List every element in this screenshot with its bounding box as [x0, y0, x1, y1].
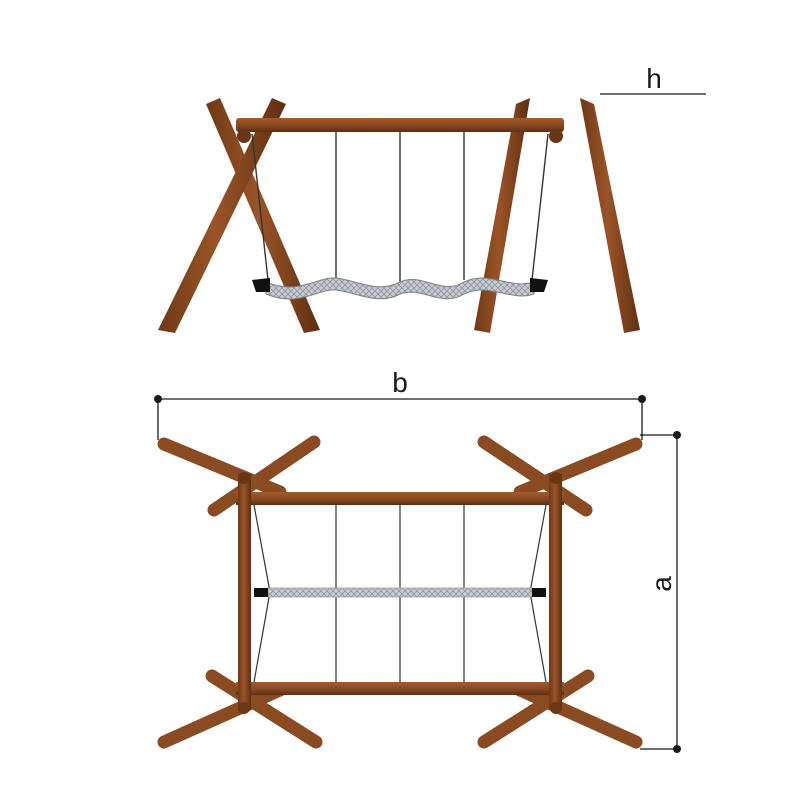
bottom-left-leg-b — [205, 669, 323, 749]
front-seat-handle-left — [252, 278, 270, 292]
width-endpoint-left — [154, 395, 162, 403]
front-chain-5 — [531, 133, 549, 281]
top-chain-r2 — [529, 591, 547, 683]
height-label: h — [646, 63, 662, 94]
top-log-end-br — [550, 702, 562, 714]
depth-dimension — [640, 431, 681, 753]
front-chain-1 — [251, 133, 269, 281]
top-view — [157, 435, 643, 749]
front-top-beam — [236, 118, 564, 132]
front-right-leg-outer — [580, 98, 640, 333]
top-left-leg-b — [207, 435, 321, 517]
front-view — [158, 98, 640, 333]
top-seat-handle-left — [254, 588, 268, 597]
top-seat — [254, 587, 546, 598]
top-right-leg-b — [477, 435, 593, 517]
width-dimension — [154, 395, 646, 440]
front-beam-end-left — [237, 129, 251, 143]
width-label: b — [392, 367, 408, 398]
front-beam-end-right — [549, 129, 563, 143]
front-right-aframe — [474, 98, 640, 333]
top-frame-post-right — [549, 474, 562, 710]
front-right-leg-inner — [474, 98, 530, 333]
height-dimension: h — [600, 63, 706, 95]
width-endpoint-right — [638, 395, 646, 403]
top-frame-beam-top — [236, 492, 564, 505]
bottom-right-leg-a — [513, 683, 643, 749]
top-log-end-tl — [238, 472, 250, 484]
front-seat-handle-right — [530, 278, 548, 292]
top-seat-handle-right — [532, 588, 546, 597]
top-frame — [236, 472, 564, 714]
top-frame-post-left — [238, 474, 251, 710]
top-chain-l1 — [253, 504, 271, 593]
top-corner-legs — [157, 435, 643, 749]
front-left-leg-outer — [206, 98, 320, 333]
top-chain-l2 — [253, 591, 271, 683]
top-chain-r1 — [529, 504, 547, 593]
bottom-left-leg-a — [157, 683, 287, 749]
depth-endpoint-bottom — [673, 745, 681, 753]
front-chains — [251, 132, 549, 282]
front-wave-seat — [252, 277, 548, 300]
top-frame-beam-bottom — [236, 682, 564, 695]
depth-label: a — [646, 576, 677, 592]
top-seat-body — [267, 587, 533, 598]
depth-endpoint-top — [673, 431, 681, 439]
top-log-end-bl — [238, 702, 250, 714]
bottom-right-leg-b — [477, 669, 595, 749]
top-log-end-tr — [550, 472, 562, 484]
